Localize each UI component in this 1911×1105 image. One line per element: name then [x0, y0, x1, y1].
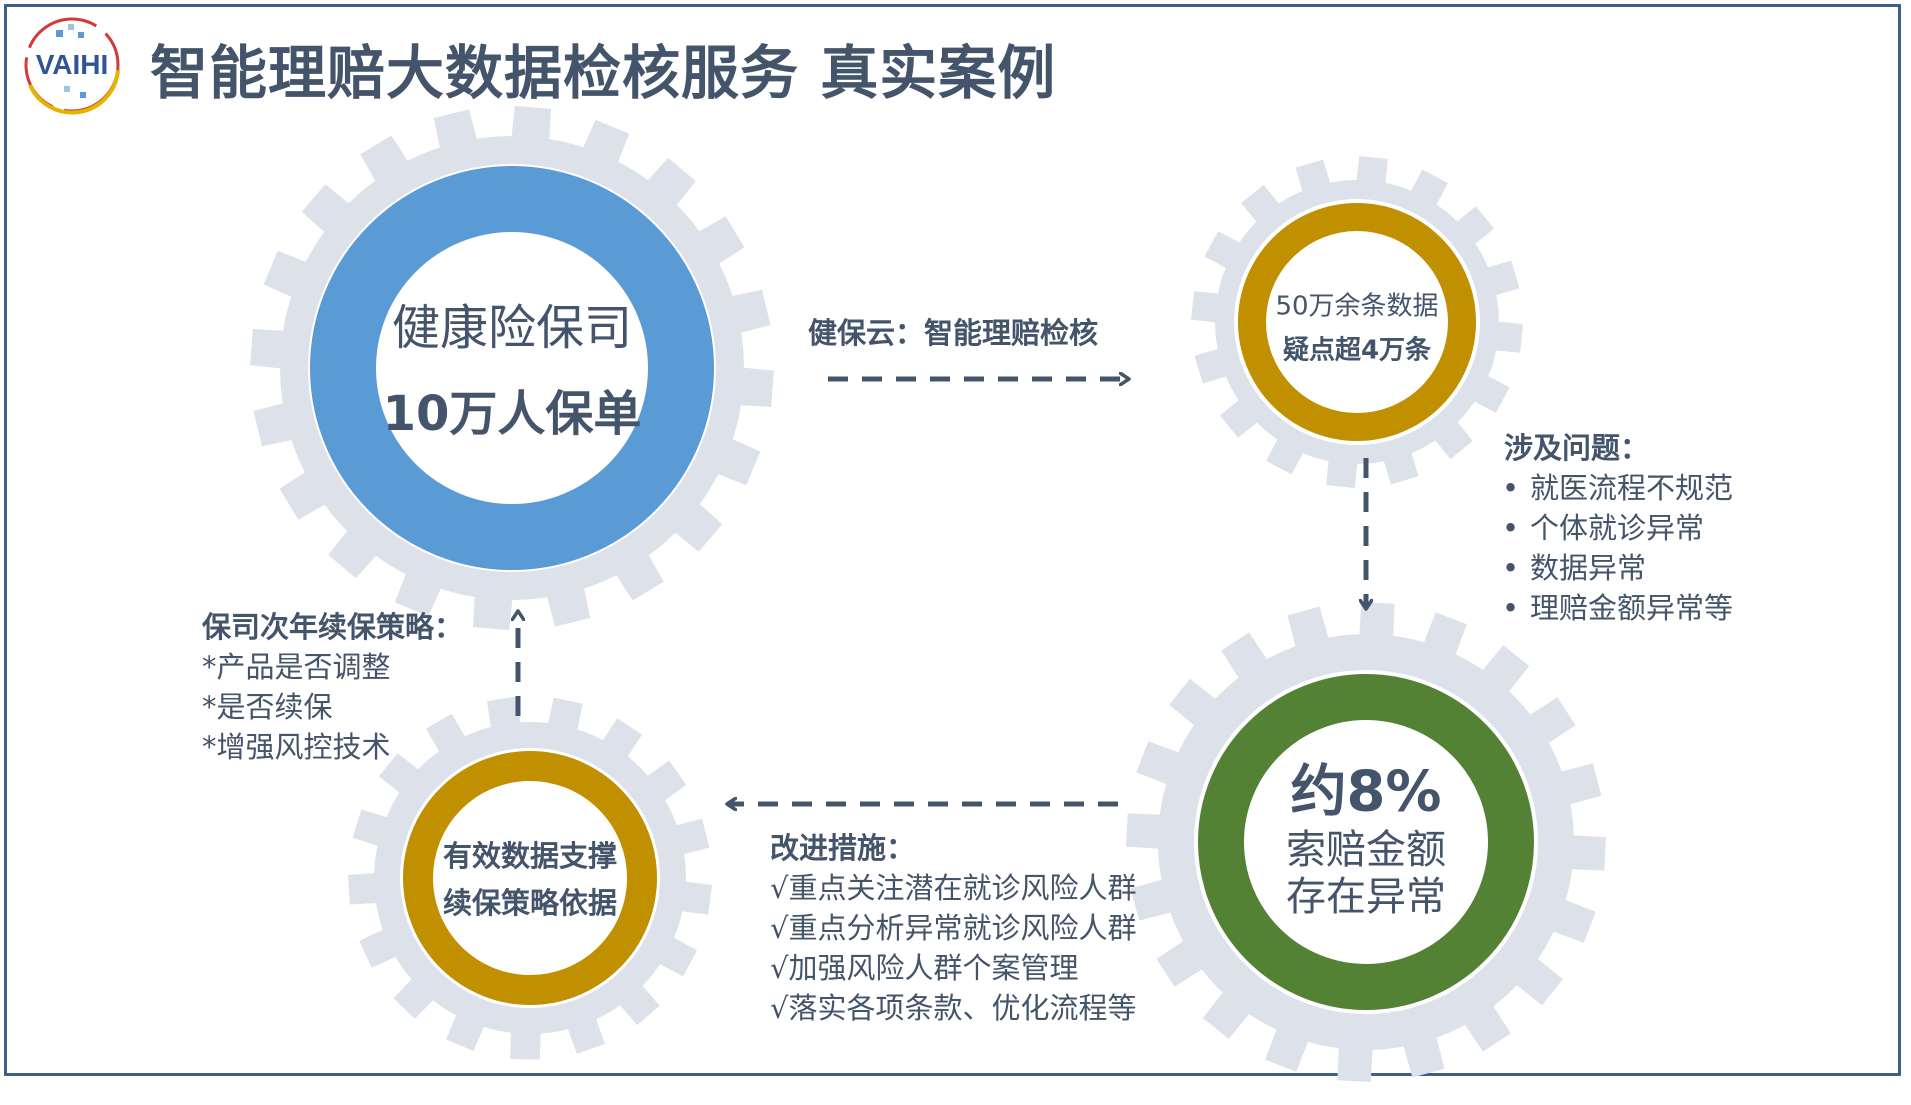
anomaly-line1: 约8%	[1290, 759, 1442, 825]
data-line1: 50万余条数据	[1275, 291, 1439, 322]
page-title: 智能理赔大数据检核服务 真实案例	[150, 39, 1057, 107]
strategy-item: *产品是否调整	[202, 650, 391, 684]
ring-support	[403, 751, 657, 1005]
arrow-label: 健保云：智能理赔检核	[808, 316, 1099, 350]
issues-title: 涉及问题：	[1504, 431, 1650, 465]
strategy-item: *增强风控技术	[202, 730, 391, 764]
support-line1: 有效数据支撑	[442, 839, 618, 873]
improvements-item: √落实各项条款、优化流程等	[770, 991, 1137, 1025]
strategy-title: 保司次年续保策略：	[202, 610, 464, 644]
issues-block: 涉及问题： 就医流程不规范 个体就诊异常 数据异常 理赔金额异常等	[1504, 428, 1733, 628]
issues-item: 就医流程不规范	[1504, 468, 1733, 508]
improvements-item: √加强风险人群个案管理	[770, 951, 1079, 985]
improvements-block: 改进措施： √重点关注潜在就诊风险人群 √重点分析异常就诊风险人群 √加强风险人…	[770, 828, 1136, 1028]
gear-support	[348, 696, 712, 1060]
improvements-item: √重点关注潜在就诊风险人群	[770, 871, 1137, 905]
issues-item: 数据异常	[1504, 548, 1733, 588]
support-line2: 续保策略依据	[442, 886, 618, 920]
slide-frame	[4, 4, 1901, 1076]
strategy-block: 保司次年续保策略： *产品是否调整 *是否续保 *增强风控技术	[202, 607, 463, 767]
issues-item: 个体就诊异常	[1504, 508, 1733, 548]
insurer-line2: 10万人保单	[382, 386, 642, 442]
insurer-line1: 健康险保司	[391, 300, 633, 356]
data-line2: 疑点超4万条	[1282, 335, 1432, 366]
ring-data	[1238, 203, 1476, 441]
gear-center	[1194, 670, 1538, 1014]
vaihi-logo: VAIHI	[24, 17, 120, 115]
issues-list: 就医流程不规范 个体就诊异常 数据异常 理赔金额异常等	[1504, 468, 1733, 628]
gear-anomaly	[1126, 602, 1606, 1082]
improvements-title: 改进措施：	[770, 831, 916, 865]
issues-item: 理赔金额异常等	[1504, 588, 1733, 628]
strategy-item: *是否续保	[202, 690, 333, 724]
improvements-item: √重点分析异常就诊风险人群	[770, 911, 1137, 945]
ring-anomaly	[1198, 674, 1534, 1010]
gear-center	[400, 748, 660, 1008]
anomaly-line2: 索赔金额	[1286, 827, 1446, 873]
ring-insurer	[310, 166, 714, 570]
gear-center	[1234, 199, 1480, 445]
logo-text: VAIHI	[36, 49, 109, 80]
anomaly-line3: 存在异常	[1286, 874, 1446, 920]
